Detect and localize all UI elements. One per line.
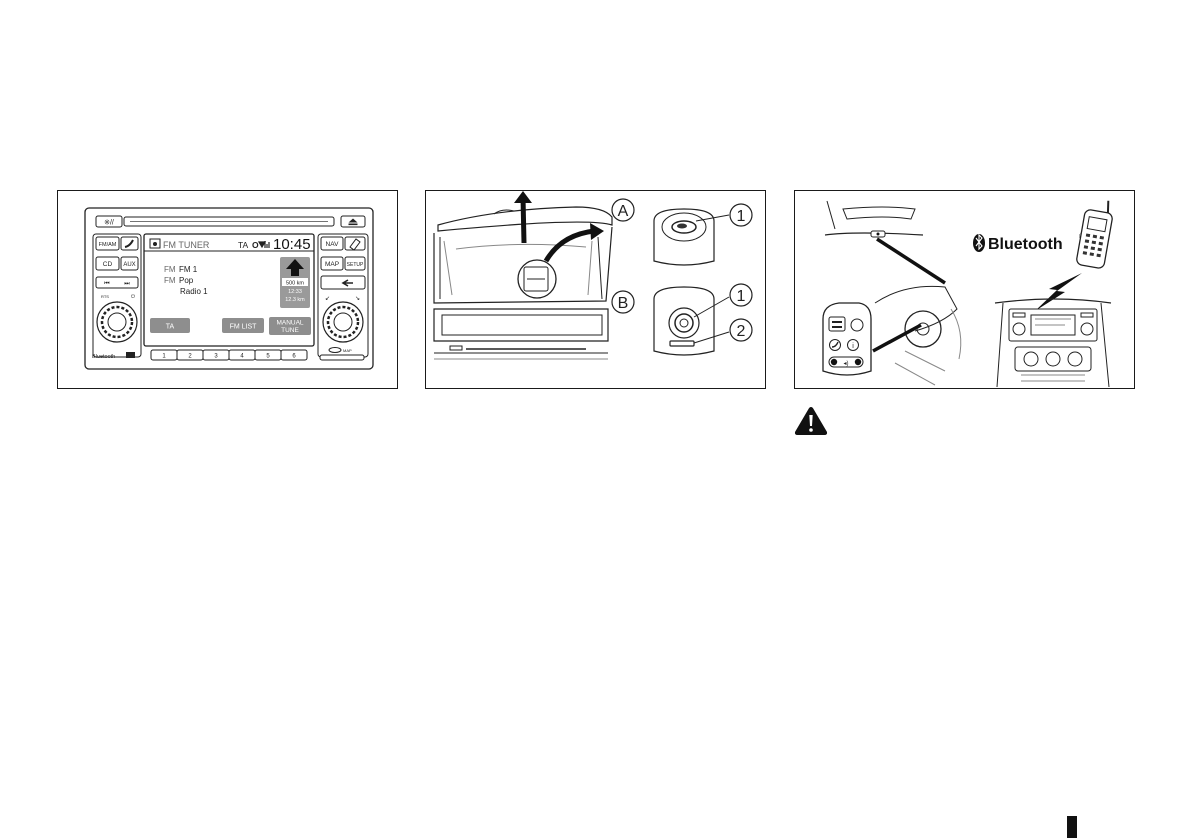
preset-1-label: 1 <box>162 354 166 360</box>
back-icon <box>341 279 353 287</box>
callout-2-marker <box>729 318 753 342</box>
mobile-phone <box>1076 200 1113 269</box>
station-line2-name: Pop <box>179 276 194 285</box>
callout-1a: 1 <box>737 208 746 225</box>
bluetooth-drawing: Bluetooth ® i ◂) <box>822 200 1113 388</box>
preset-6-label: 6 <box>292 354 296 360</box>
cd-label: CD <box>103 261 113 268</box>
nav-time: 12:33 <box>288 289 302 295</box>
manual-tune-label-1: MANUAL <box>276 320 303 327</box>
setup-label: SETUP <box>347 262 364 268</box>
center-console <box>994 298 1112 388</box>
volume-toggle-button[interactable] <box>828 316 846 332</box>
arrow-right-icon <box>590 223 604 240</box>
preset-5-label: 5 <box>266 354 270 360</box>
fm-list-label: FM LIST <box>230 324 258 331</box>
callout-1-marker-b <box>729 283 753 307</box>
station-line1-name: FM 1 <box>179 265 198 274</box>
map-label: MAP <box>325 261 339 268</box>
callout-2: 2 <box>737 323 746 340</box>
arrow-up-icon <box>286 259 304 276</box>
signal-icon <box>257 241 270 249</box>
preset-6[interactable] <box>280 349 308 361</box>
info-button[interactable] <box>847 339 859 351</box>
mic-pointer-line <box>876 237 946 285</box>
nav-label: NAV <box>326 241 340 248</box>
ta-indicator: TA <box>238 240 249 250</box>
manual-tune-softkey[interactable] <box>269 317 311 335</box>
bluetooth-brand-text: Bluetooth <box>988 236 1063 253</box>
wireless-signal-icon <box>1035 273 1082 311</box>
svg-text:↘: ↘ <box>355 296 360 302</box>
preset-buttons: 1 2 3 4 5 6 <box>150 349 308 361</box>
sd-icon <box>328 347 342 353</box>
fm-list-softkey[interactable] <box>222 318 264 333</box>
volume-rocker[interactable] <box>828 356 864 368</box>
warning-triangle-drawing <box>794 407 828 435</box>
callout-a-marker <box>611 198 635 222</box>
bluetooth-figure: Bluetooth ® i ◂) <box>794 190 1135 389</box>
eject-icon <box>348 218 358 223</box>
preset-2-label: 2 <box>188 354 192 360</box>
aux-port-figure: A 1 B 1 2 <box>425 190 766 389</box>
steering-wheel <box>904 310 942 348</box>
ta-softkey[interactable] <box>150 318 190 333</box>
map-button[interactable] <box>320 256 344 271</box>
manual-tune-label-2: TUNE <box>281 327 299 334</box>
audio-unit-drawing: ※// FM/AM CD AUX ⏮ ⏭ RTS ⏻ FM TUNER TA O… <box>84 207 374 370</box>
disc-button[interactable] <box>95 215 123 228</box>
sd-card-slot <box>319 354 365 361</box>
brand-bluetooth: Bluetooth <box>92 354 115 360</box>
preset-3-label: 3 <box>214 354 218 360</box>
bluetooth-logo: Bluetooth ® <box>973 232 1085 253</box>
setup-button[interactable] <box>344 256 366 271</box>
seek-back-icon: ⏮ <box>104 281 110 287</box>
callout-b: B <box>618 295 629 312</box>
nav-distance2: 12.3 km <box>285 297 305 303</box>
callout-b-marker <box>611 290 635 314</box>
seek-forward-icon: ⏭ <box>124 281 130 287</box>
steering-controls-inset: i ◂) <box>822 302 872 376</box>
screen-title: FM TUNER <box>163 240 210 250</box>
seek-buttons[interactable] <box>95 276 139 289</box>
preset-4-label: 4 <box>240 354 244 360</box>
phone-answer-button[interactable] <box>829 339 841 351</box>
callout-1b: 1 <box>737 288 746 305</box>
page-edge-tab <box>1067 816 1077 838</box>
ta-softkey-label: TA <box>166 324 175 331</box>
controls-pointer-line <box>872 323 922 353</box>
arrow-up-icon <box>514 191 532 203</box>
clock: 10:45 <box>273 236 311 253</box>
station-line3: Radio 1 <box>180 287 208 296</box>
source-button[interactable] <box>850 318 864 332</box>
lift-arrow <box>520 196 527 244</box>
cd-button[interactable] <box>95 256 120 271</box>
info-icon: i <box>852 343 854 350</box>
callout-1-marker-a <box>729 203 753 227</box>
nav-distance: 500 km <box>286 281 304 287</box>
audio-unit-figure: ※// FM/AM CD AUX ⏮ ⏭ RTS ⏻ FM TUNER TA O… <box>57 190 398 389</box>
edit-icon <box>349 238 361 251</box>
warning-icon <box>794 406 828 436</box>
fm-am-label: FM/AM <box>99 242 117 248</box>
aux-button[interactable] <box>120 256 139 271</box>
pointer-arrow <box>543 228 595 263</box>
svg-text:※//: ※// <box>104 220 114 227</box>
aux-port-drawing: A 1 B 1 2 <box>433 191 753 360</box>
map-slot-label: MAP <box>343 348 352 353</box>
svg-text:RTS: RTS <box>101 294 109 299</box>
nav-button[interactable] <box>320 236 344 251</box>
aux-label: AUX <box>123 262 135 268</box>
fm-am-button[interactable] <box>95 236 120 251</box>
speaker-icon: ◂) <box>843 361 848 367</box>
callout-a: A <box>618 203 629 220</box>
station-line2-prefix: FM <box>164 276 176 285</box>
phone-icon <box>124 239 134 248</box>
phone-icon <box>831 341 839 348</box>
svg-text:↙: ↙ <box>325 296 330 302</box>
svg-text:O: O <box>252 240 259 250</box>
svg-text:⏻: ⏻ <box>131 294 135 300</box>
station-line1-prefix: FM <box>164 265 176 274</box>
